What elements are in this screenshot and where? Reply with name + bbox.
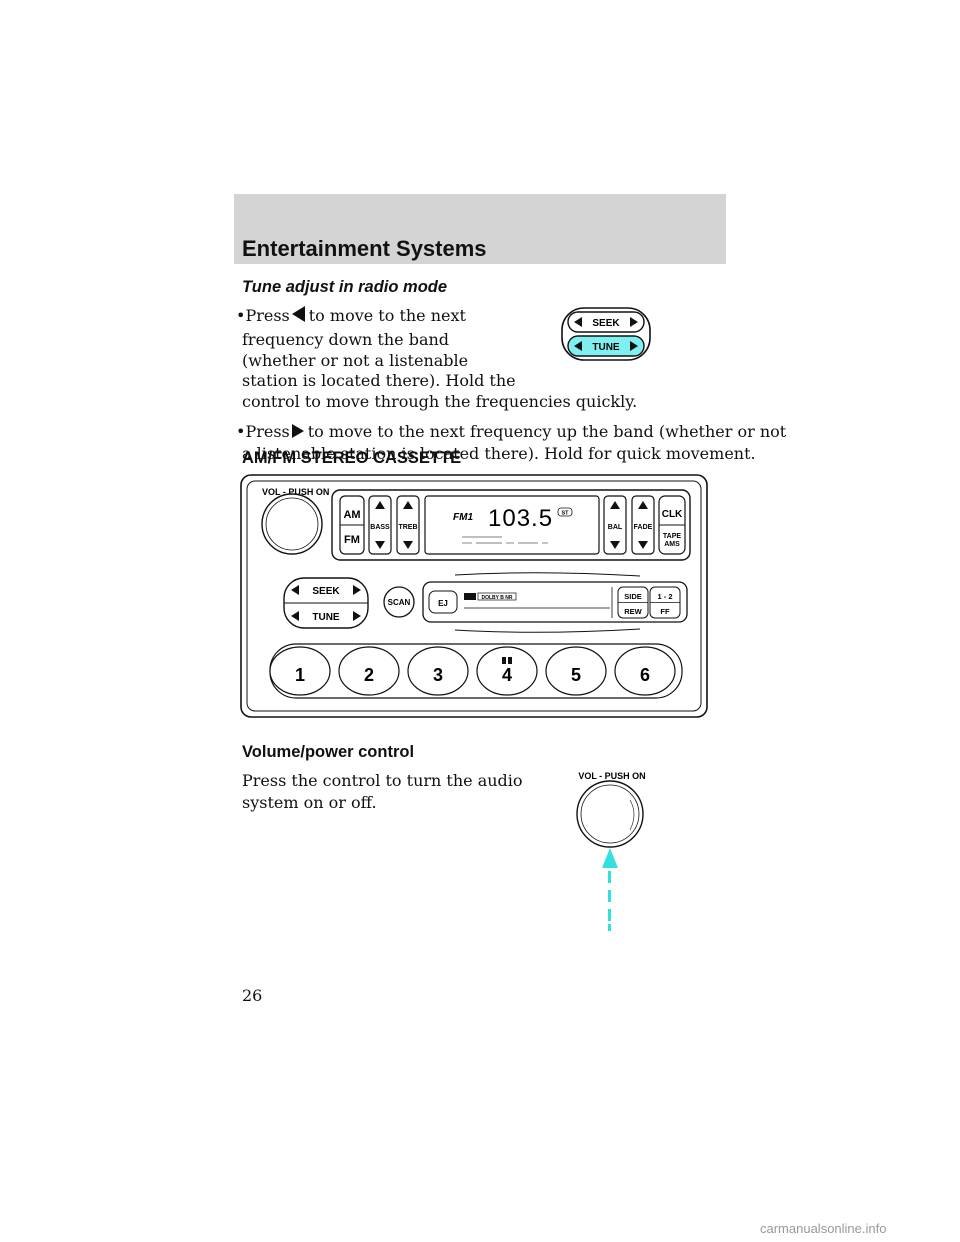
eject-label: EJ (438, 599, 448, 608)
preset-label-4: 4 (502, 665, 512, 685)
volume-knob[interactable] (261, 493, 323, 555)
radio-seek-label: SEEK (312, 586, 340, 597)
tune-button[interactable] (567, 335, 645, 357)
radio-tune-label: TUNE (312, 612, 340, 623)
volume-knob-illustration: VOL - PUSH ON (576, 771, 646, 931)
fade-down-icon (638, 541, 648, 549)
tune-label: TUNE (592, 342, 620, 353)
treble-button[interactable] (396, 495, 420, 555)
radio-seek-right-icon[interactable] (353, 585, 361, 595)
tune-right-icon (630, 341, 638, 351)
preset-button-2[interactable] (338, 646, 400, 696)
page-number: 26 (242, 986, 263, 1005)
fm-label: FM (344, 534, 360, 546)
bullet-one-line5: control to move through the frequencies … (242, 392, 638, 411)
bullet-one-line2: frequency down the band (242, 330, 450, 349)
bass-label: BASS (370, 524, 390, 531)
ams-label: AMS (664, 541, 680, 548)
scan-label: SCAN (388, 598, 411, 607)
bullet-dot: • (236, 306, 246, 325)
scan-button[interactable] (383, 586, 415, 618)
seek-button[interactable] (567, 311, 645, 333)
volume-knob[interactable] (576, 780, 644, 848)
section-heading-volume: Volume/power control (242, 743, 415, 761)
seek-left-icon (291, 306, 305, 322)
preset-buttons: 1 2 3 4 5 6 (269, 646, 676, 696)
preset-button-4[interactable] (476, 646, 538, 696)
treble-up-icon (403, 501, 413, 509)
seek-left-icon (574, 317, 582, 327)
balance-button[interactable] (603, 495, 627, 555)
preset-button-5[interactable] (545, 646, 607, 696)
bullet-two-line2: a listenable station is located there). … (242, 444, 756, 463)
am-label: AM (343, 509, 360, 521)
radio-seek-left-icon[interactable] (291, 585, 299, 595)
section-heading-tune: Tune adjust in radio mode (242, 278, 448, 296)
rew-label: REW (624, 607, 642, 616)
preset-label-6: 6 (640, 665, 650, 685)
display-frequency: 103.5 (488, 505, 553, 532)
bullet-one-line4: station is located there). Hold the (242, 371, 516, 390)
bullet-one-line3: (whether or not a listenable (242, 351, 469, 370)
balance-up-icon (610, 501, 620, 509)
seek-right-icon (630, 317, 638, 327)
treble-down-icon (403, 541, 413, 549)
treb-label: TREB (398, 524, 417, 531)
tune-left-icon (574, 341, 582, 351)
bass-button[interactable] (368, 495, 392, 555)
radio-faceplate: VOL - PUSH ON AM FM BASS TREB FM1 103.5 … (240, 474, 708, 718)
side-label: SIDE (624, 592, 642, 601)
radio-tune-right-icon[interactable] (353, 611, 361, 621)
volume-text-line1: Press the control to turn the audio (242, 771, 523, 790)
section-heading-stereo: AM/FM STEREO CASSETTE (242, 449, 462, 467)
balance-down-icon (610, 541, 620, 549)
page-title: Entertainment Systems (242, 236, 487, 261)
radio-display (424, 495, 600, 555)
header-band (234, 194, 726, 264)
bass-up-icon (375, 501, 385, 509)
dolby-label: DOLBY B NR (481, 595, 512, 601)
watermark: carmanualsonline.info (760, 1221, 887, 1236)
display-stereo: ST (561, 511, 569, 517)
preset-four-dolby-icon (502, 657, 506, 664)
one-two-label: 1 - 2 (657, 592, 672, 601)
preset-button-3[interactable] (407, 646, 469, 696)
preset-button-6[interactable] (614, 646, 676, 696)
ff-label: FF (660, 607, 670, 616)
volume-text-line2: system on or off. (242, 793, 377, 812)
bal-label: BAL (608, 524, 623, 531)
seek-tune-illustration: SEEK TUNE (561, 307, 651, 361)
fade-label: FADE (634, 524, 653, 531)
display-band: FM1 (453, 512, 473, 523)
seek-right-icon (291, 424, 304, 438)
radio-tune-left-icon[interactable] (291, 611, 299, 621)
fade-button[interactable] (631, 495, 655, 555)
fade-up-icon (638, 501, 648, 509)
seek-label: SEEK (592, 318, 620, 329)
eject-button[interactable] (428, 590, 458, 614)
bass-down-icon (375, 541, 385, 549)
preset-button-1[interactable] (269, 646, 331, 696)
clk-label: CLK (662, 509, 683, 520)
preset-label-3: 3 (433, 665, 443, 685)
tape-label: TAPE (663, 533, 681, 540)
preset-label-5: 5 (571, 665, 581, 685)
knob-label: VOL - PUSH ON (578, 771, 645, 781)
press-arrow-icon (602, 848, 618, 868)
vol-label: VOL - PUSH ON (262, 487, 329, 497)
preset-label-1: 1 (295, 665, 305, 685)
preset-label-2: 2 (364, 665, 374, 685)
dolby-icon (464, 593, 476, 600)
bullet-dot: • (236, 422, 246, 441)
